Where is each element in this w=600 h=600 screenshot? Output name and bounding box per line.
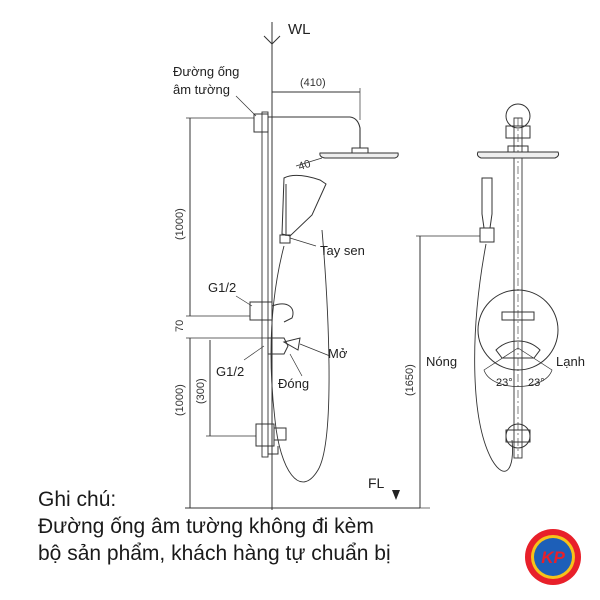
mixer-plate [477, 289, 559, 371]
open-label: Mở [328, 346, 348, 361]
dim-handle: (300) [195, 378, 207, 404]
mixer-body [249, 301, 273, 321]
cold-label: Lạnh [556, 354, 585, 369]
g-top-label: G1/2 [208, 280, 236, 295]
wl-label: WL [288, 21, 311, 38]
pipe-label-line2: âm tường [173, 82, 230, 97]
bottom-outlet [255, 423, 275, 447]
rain-head-front [476, 151, 560, 159]
logo-text: KP [541, 548, 565, 567]
kp-logo: KP [525, 529, 581, 585]
hand-shower-front [481, 177, 493, 229]
fl-label: FL [368, 475, 385, 491]
logo-inner [534, 538, 572, 576]
rain-head [319, 152, 399, 159]
dim-upper: (1000) [174, 208, 186, 240]
wall-elbow [253, 113, 269, 133]
shower-arm [268, 116, 361, 148]
dim-gap: 70 [174, 320, 186, 332]
g-bottom-label: G1/2 [216, 364, 244, 379]
note-line1: Đường ống âm tường không đi kèm [38, 515, 374, 538]
hot-label: Nóng [426, 354, 457, 369]
column-pipe [261, 111, 269, 458]
dim-lower: (1000) [174, 384, 186, 416]
pipe-label-line1: Đường ống [173, 64, 239, 79]
hand-shower-label: Tay sen [320, 243, 365, 258]
temp-right-label: 23° [528, 377, 545, 389]
dim-arm: (410) [300, 77, 326, 89]
hand-shower-side [281, 174, 327, 237]
temp-left-label: 23° [496, 377, 513, 389]
note-line2: bộ sản phẩm, khách hàng tự chuẩn bị [38, 542, 391, 565]
dim-angle: 40 [297, 158, 312, 173]
close-label: Đóng [278, 376, 309, 391]
dim-height: (1650) [404, 364, 416, 396]
note-title: Ghi chú: [38, 488, 117, 511]
hose [270, 229, 330, 483]
